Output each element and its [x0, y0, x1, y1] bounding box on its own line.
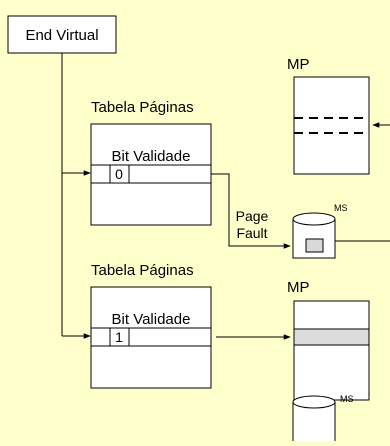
secondary-memory-2-label: MS	[340, 394, 354, 404]
secondary-memory-1-label: MS	[334, 203, 348, 213]
secondary-memory-1-page-block	[305, 238, 324, 253]
main-memory-2-valid-frame	[293, 328, 370, 346]
page-table-1-entry-row	[90, 164, 212, 184]
page-table-2-entry-row	[90, 327, 212, 347]
page-table-2: Tabela Páginas Bit Validade 1	[90, 262, 291, 389]
page-table-1: Tabela Páginas Bit Validade 0	[90, 99, 212, 226]
page-table-2-bit-header: Bit Validade	[112, 311, 191, 328]
virtual-address-connectors	[61, 53, 91, 339]
page-table-2-bit-value: 1	[115, 329, 123, 345]
main-memory-1: MP	[287, 56, 390, 175]
main-memory-2-label: MP	[287, 279, 310, 296]
page-table-1-bit-header: Bit Validade	[112, 148, 191, 165]
page-fault-label-line1: Page	[236, 208, 269, 224]
page-table-1-title: Tabela Páginas	[91, 99, 194, 116]
page-fault-label-line2: Fault	[236, 225, 267, 241]
virtual-address-label: End Virtual	[25, 27, 98, 44]
secondary-memory-1: MS	[292, 203, 390, 259]
page-table-1-bit-value: 0	[115, 166, 123, 182]
page-table-2-title: Tabela Páginas	[91, 262, 194, 279]
secondary-memory-2: MS	[292, 394, 354, 442]
main-memory-2: MP	[287, 279, 370, 401]
main-memory-1-label: MP	[287, 56, 310, 73]
virtual-address-box: End Virtual	[7, 15, 117, 54]
page-fault-path: Page Fault	[211, 173, 291, 249]
